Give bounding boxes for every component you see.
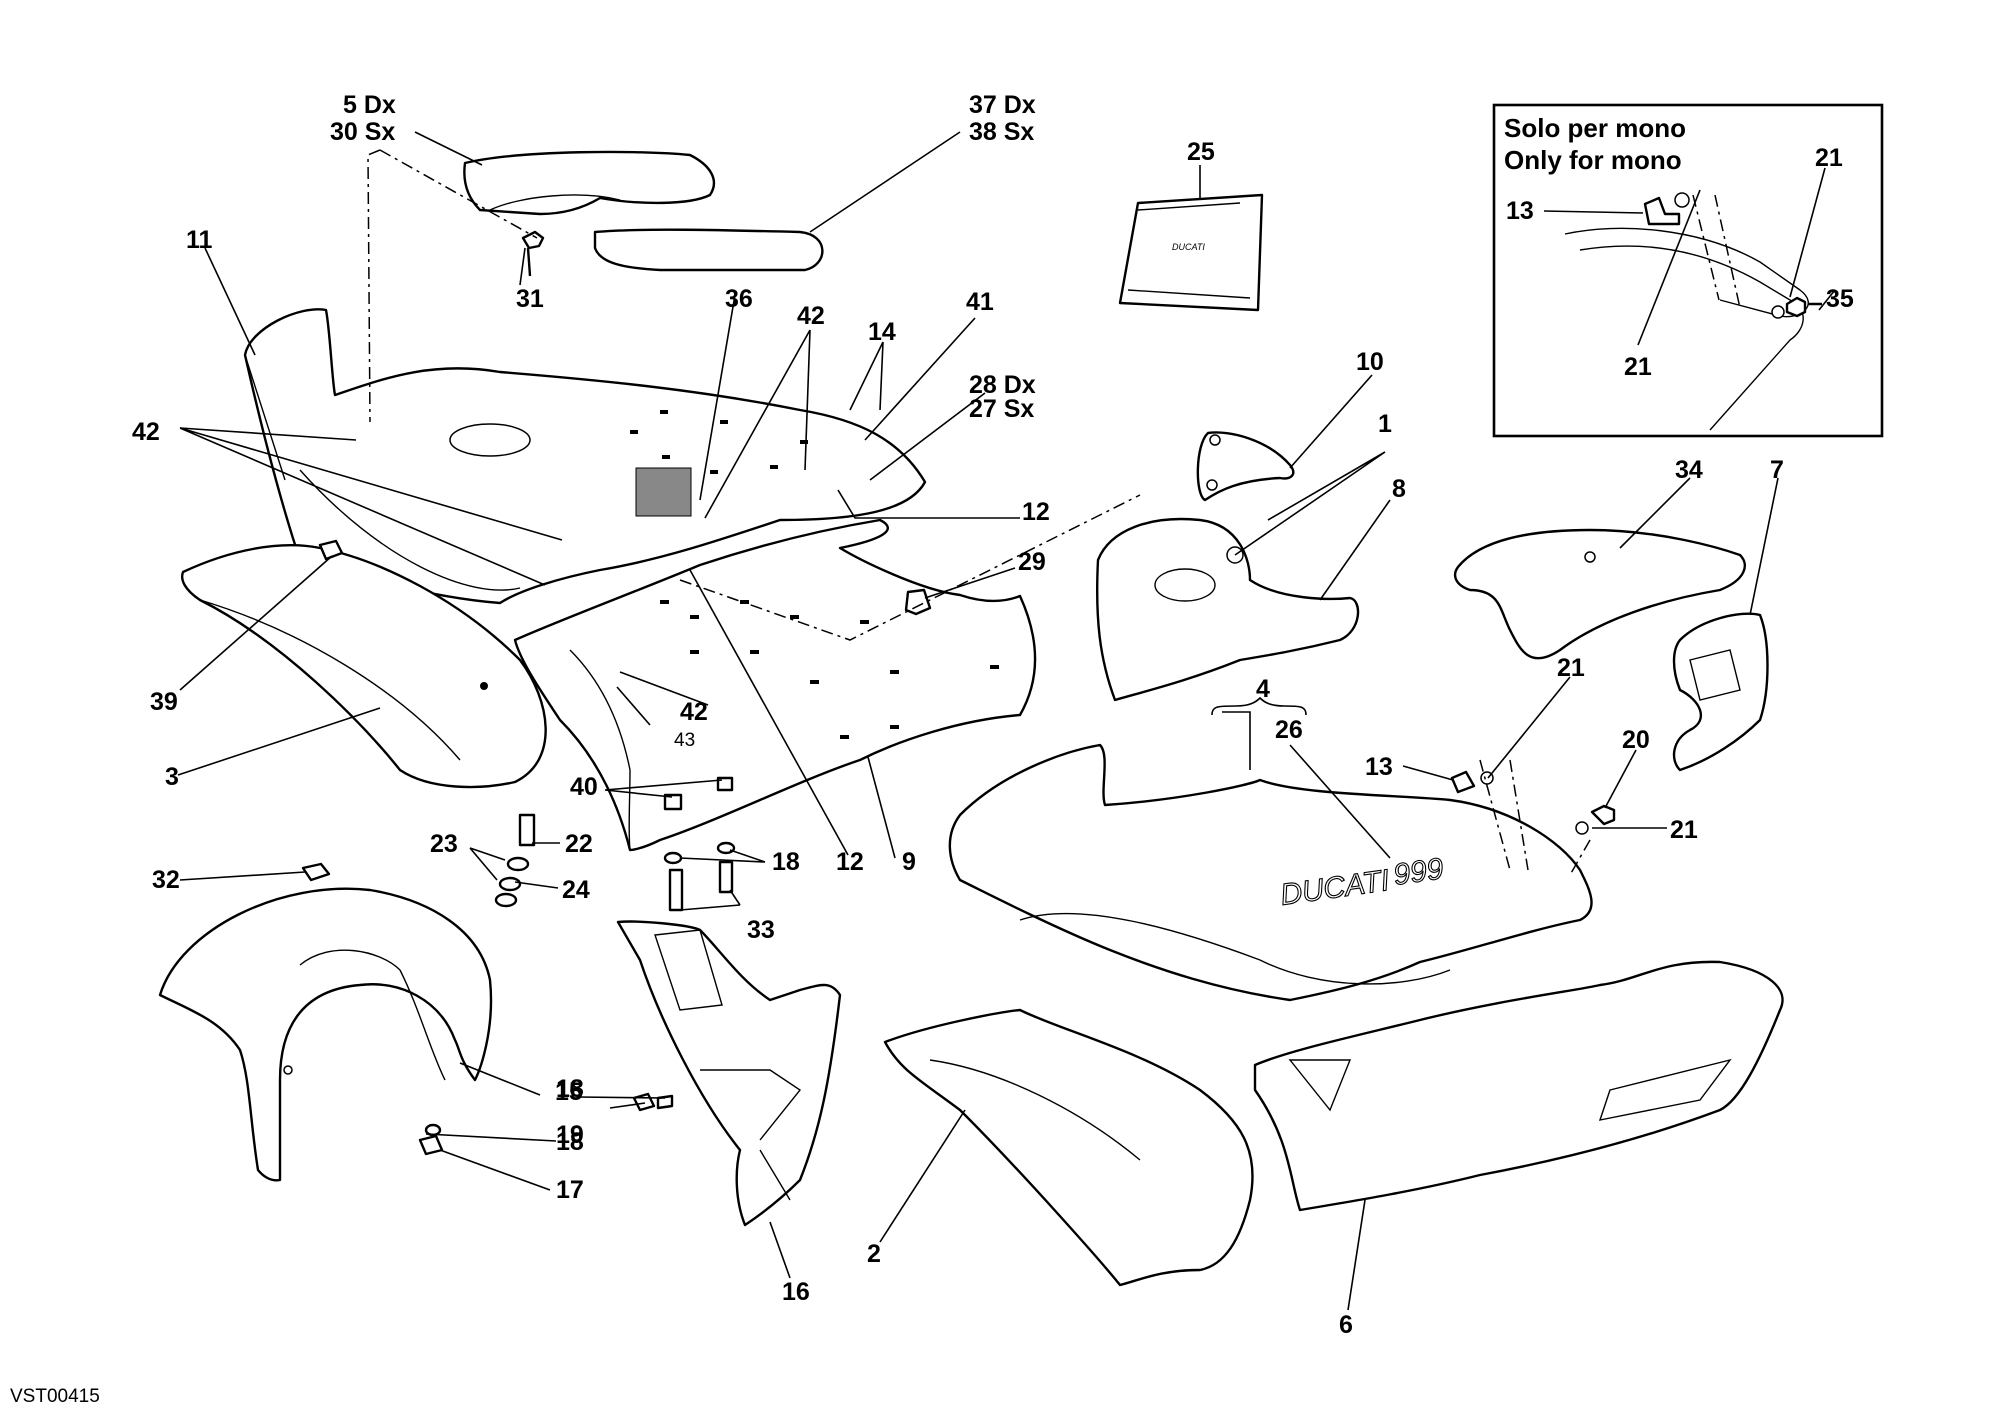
callout-29: 29 [1018,548,1046,576]
callout-37dx: 37 Dx [969,91,1036,119]
callout-10: 10 [1356,348,1384,376]
callout-21-lower: 21 [1670,816,1698,844]
screw-31 [521,230,545,277]
callout-labels: 5 Dx 30 Sx 37 Dx 38 Sx 25 11 31 36 42 14… [132,91,1784,1339]
drawing-code: VST00415 [10,1386,100,1407]
screw-22 [518,813,536,847]
document-pouch-25: DUCATI [1118,193,1264,312]
callout-40: 40 [570,773,598,801]
svg-text:999: 999 [1391,852,1445,892]
inset-clip-13 [1643,196,1681,226]
mono-seat-inset: Solo per mono Only for mono 13 21 21 35 [1492,103,1884,438]
inset-callout-13: 13 [1506,197,1534,225]
callout-38sx: 38 Sx [969,118,1034,146]
inset-screw-35 [1785,296,1822,318]
callout-14: 14 [868,318,896,346]
inset-callout-35: 35 [1826,285,1854,313]
inset-callout-21-bottom: 21 [1624,353,1652,381]
callout-21-upper: 21 [1557,654,1585,682]
bracket-34 [1454,528,1746,660]
callout-23: 23 [430,830,458,858]
callout-31: 31 [516,285,544,313]
screw-17 [418,1123,444,1156]
clip-32 [301,862,331,882]
callout-28dx: 28 Dx [969,371,1036,399]
screw-19 [632,1092,674,1112]
callout-22: 22 [565,830,593,858]
inner-fairing-9 [513,518,1037,852]
inset-washer-21b [1771,305,1785,319]
callout-36: 36 [725,285,753,313]
callout-25: 25 [1187,138,1215,166]
callout-33: 33 [747,916,775,944]
callout-20: 20 [1622,726,1650,754]
callout-42-mid: 42 [680,698,708,726]
callout-41: 41 [966,288,994,316]
clip-39 [318,539,344,561]
callout-8: 8 [1392,475,1406,503]
callout-1: 1 [1378,410,1392,438]
leader-lines [177,131,1779,1311]
washers-23-24 [494,856,530,908]
lower-fairing-6 [1253,960,1784,1212]
clip-29 [904,588,932,616]
callout-42-top: 42 [797,302,825,330]
callout-42-left: 42 [132,418,160,446]
callout-2: 2 [867,1240,881,1268]
svg-text:DUCATI: DUCATI [1172,242,1205,252]
callout-18-bottom: 18 [556,1128,584,1156]
callout-24: 24 [562,876,590,904]
inset-washer-21 [1674,192,1690,208]
callout-32: 32 [152,866,180,894]
callout-16: 16 [782,1278,810,1306]
front-mudguard-15 [158,887,493,1182]
washer-21b [1575,821,1589,835]
callout-34: 34 [1675,456,1703,484]
callout-43: 43 [674,730,695,751]
callout-7: 7 [1770,456,1784,484]
callout-11: 11 [186,226,213,254]
trim-37-38 [593,228,824,272]
callout-26: 26 [1275,716,1303,744]
clip-13 [1450,770,1476,794]
callout-30sx: 30 Sx [330,118,395,146]
screw-20 [1590,804,1616,826]
callout-13: 13 [1365,753,1393,781]
callout-17: 17 [556,1176,584,1204]
side-fairing-2 [883,1008,1254,1287]
callout-12-bottom: 12 [836,848,864,876]
callout-9: 9 [902,848,916,876]
bracket-plate-1-8 [1095,517,1360,702]
screw-33 [668,860,734,912]
nut-40 [663,776,734,811]
callout-3: 3 [165,763,179,791]
callout-39: 39 [150,688,178,716]
main-fairing-4 [948,743,1593,1002]
cover-11-studs [630,410,808,474]
inset-title-it: Solo per mono [1504,113,1686,143]
callout-6: 6 [1339,1311,1353,1339]
callout-18-left: 18 [556,1075,584,1103]
callout-19: 19 [556,1121,584,1149]
callout-15-text: 15 [555,1078,583,1106]
plate-10 [1196,431,1295,502]
bracket-7 [1672,612,1769,772]
inset-title-en: Only for mono [1504,145,1682,175]
callout-4: 4 [1256,675,1270,703]
inset-callout-21-top: 21 [1815,144,1843,172]
callout-12-top: 12 [1022,498,1050,526]
callout-27sx: 27 Sx [969,395,1034,423]
radiator-guard-16 [616,920,842,1227]
callout-18-mid: 18 [772,848,800,876]
callout-5dx: 5 Dx [343,91,396,119]
